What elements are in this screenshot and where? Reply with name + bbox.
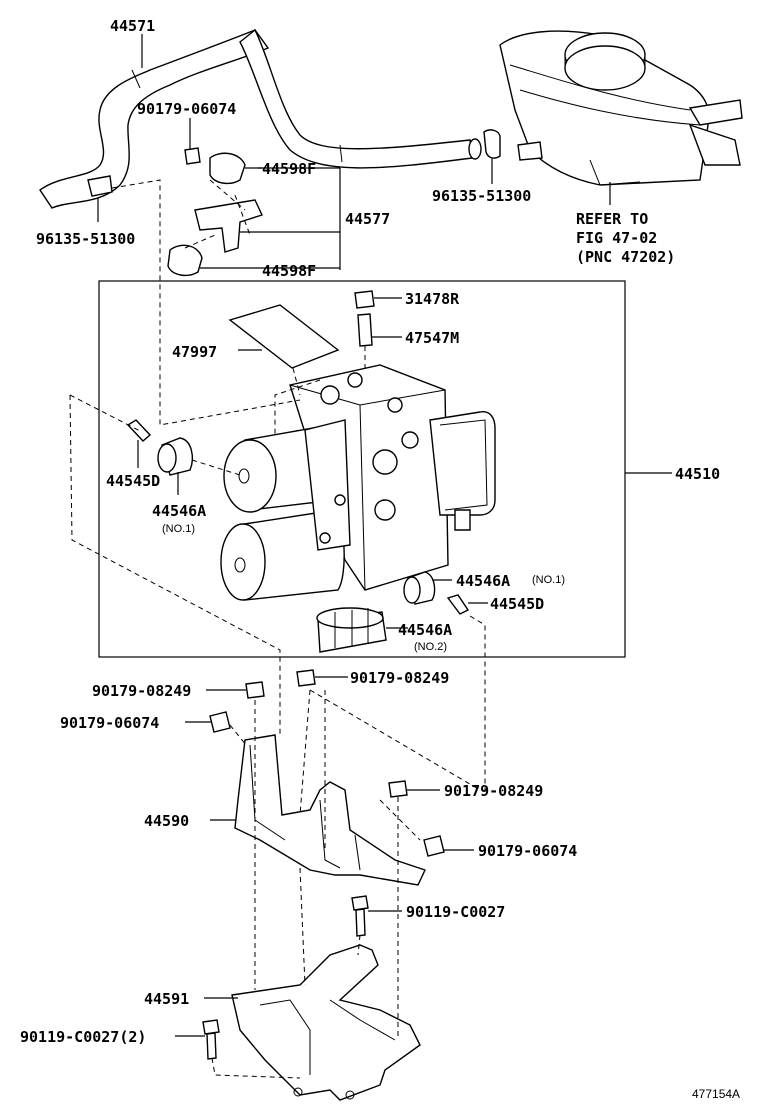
label-clip-lower: 44598F [262,262,316,280]
label-nut-d: 90179-08249 [444,782,543,800]
bolt-b-drawing [202,1019,220,1060]
label-nut-a: 90179-08249 [92,682,191,700]
bolt-a-drawing [351,895,369,937]
label-bleeder-cap: 31478R [405,290,460,308]
collar-right-drawing [446,594,470,615]
label-bracket-upper: 44590 [144,812,189,830]
label-hose-clamp-right: 96135-51300 [432,187,531,205]
cushion-bottom-drawing [316,607,387,653]
label-clip-upper: 44598F [262,160,316,178]
reservoir-drawing [499,30,743,186]
actuator-assembly-box [98,280,626,658]
label-nut-e: 90179-06074 [478,842,577,860]
label-clip-bolt-top: 90179-06074 [137,100,236,118]
label-bleeder-plug: 47547M [405,329,459,347]
label-cushion-left: 44546A [152,502,206,520]
label-44571: 44571 [110,17,155,35]
dashed-guides [69,179,486,1079]
label-collar-right: 44545D [490,595,544,613]
label-cushion-bottom-note: (NO.2) [414,641,447,653]
label-cushion-bottom: 44546A [398,621,452,639]
label-collar-left: 44545D [106,472,160,490]
label-plate-drawing [228,304,340,369]
label-refer-line3: (PNC 47202) [576,248,675,266]
label-refer-line2: FIG 47-02 [576,229,657,247]
label-nut-b: 90179-08249 [350,669,449,687]
label-cushion-left-note: (NO.1) [162,523,195,535]
hose-clamp-right-drawing [483,129,501,159]
bleeder-drawing [354,290,375,347]
label-bracket-clip: 44577 [345,210,390,228]
label-bolt-b: 90119-C0027(2) [20,1028,146,1046]
collar-left-drawing [126,419,152,442]
figure-id: 477154A [692,1087,740,1101]
label-refer-line1: REFER TO [576,210,648,228]
label-bracket-lower: 44591 [144,990,189,1008]
bracket-lower-drawing [231,944,421,1101]
clip-bracket-drawing [167,147,263,277]
cushion-left-drawing [157,437,193,476]
label-label-plate: 47997 [172,343,217,361]
leader-lines [97,34,672,1037]
label-bolt-a: 90119-C0027 [406,903,505,921]
label-nut-c: 90179-06074 [60,714,159,732]
label-actuator: 44510 [675,465,720,483]
label-cushion-right-note: (NO.1) [532,574,565,586]
bracket-upper-drawing [234,734,426,886]
cushion-right-drawing [403,571,436,605]
actuator-drawing [220,364,496,601]
hose-clamp-left-drawing [87,175,113,197]
label-hose-clamp-left: 96135-51300 [36,230,135,248]
nuts-drawing [209,669,445,857]
label-cushion-right: 44546A [456,572,510,590]
hose-drawing [39,28,482,209]
